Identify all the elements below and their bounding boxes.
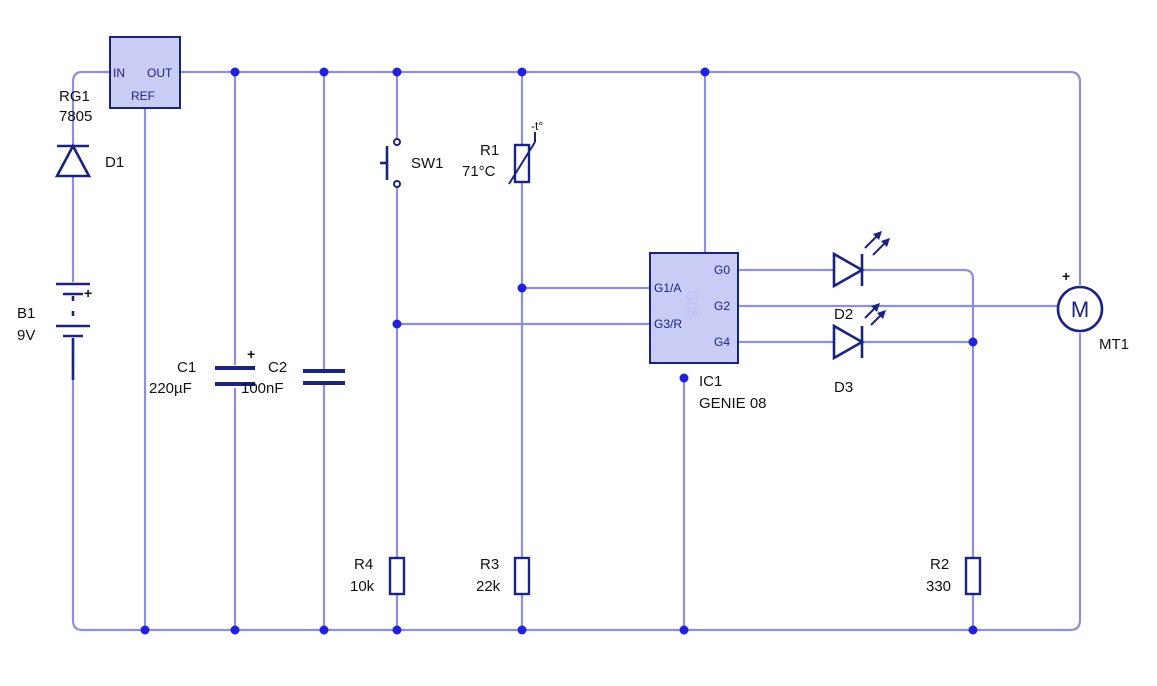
r2-value-label: 330 (926, 578, 951, 595)
resistor-r2-icon[interactable] (964, 556, 982, 596)
rg1-pin-in: IN (113, 66, 125, 80)
led-d2-icon[interactable] (832, 231, 890, 289)
r3-body (513, 556, 531, 596)
mt1-ref-label: MT1 (1099, 336, 1129, 353)
regulator-rg1[interactable]: IN OUT REF (109, 36, 181, 109)
bottom-rail-wire (82, 333, 1082, 632)
battery-b1-icon[interactable] (56, 282, 90, 380)
junction-dot (319, 625, 329, 635)
junction-dot (968, 625, 978, 635)
junction-dot (679, 373, 689, 383)
rg1-body (109, 36, 181, 109)
sw1-contact (393, 180, 401, 188)
r4-ref-label: R4 (354, 556, 373, 573)
r3-ref-label: R3 (480, 556, 499, 573)
mt1-symbol: M (1071, 297, 1089, 322)
d2-arrowhead (873, 231, 882, 240)
junction-dot (392, 319, 402, 329)
resistor-r3-icon[interactable] (513, 556, 531, 596)
top-rail-wire (180, 70, 1082, 285)
capacitor-c2-icon[interactable] (303, 369, 345, 385)
bottom-left-wire (71, 340, 83, 632)
b1-plus-sign: + (84, 285, 92, 301)
r3-value-label: 22k (476, 578, 501, 595)
ic1-watermark: G08 (683, 290, 700, 318)
r2-ref-label: R2 (930, 556, 949, 573)
switch-sw1-icon[interactable] (380, 138, 401, 188)
rg1-pin-out: OUT (147, 66, 173, 80)
b1-ref-label: B1 (17, 305, 35, 322)
ic1-pin-g0: G0 (714, 263, 730, 277)
r4-body (388, 556, 406, 596)
d2-arrowhead (881, 238, 890, 247)
ic1-chip[interactable]: G08 G1/A G3/R G0 G2 G4 (649, 252, 739, 364)
d2-triangle (832, 251, 865, 289)
r4-value-label: 10k (350, 578, 375, 595)
d3-arrowhead (877, 310, 886, 319)
junction-dot (968, 337, 978, 347)
d3-arrowhead (871, 303, 880, 312)
c1-ref-label: C1 (177, 359, 196, 376)
ic1-pin-g2: G2 (714, 299, 730, 313)
c2-value-label: 100nF (241, 380, 284, 397)
r1-temp-tag: -t° (531, 119, 543, 133)
led-d3-icon[interactable] (832, 303, 886, 361)
r2-body (964, 556, 982, 596)
d2-r2-wire (862, 268, 975, 558)
motor-mt1-icon[interactable]: M (1056, 285, 1104, 333)
c2-ref-label: C2 (268, 359, 287, 376)
c1-value-label: 220µF (149, 380, 192, 397)
sw1-ref-label: SW1 (411, 155, 444, 172)
d3-ref-label: D3 (834, 379, 853, 396)
junction-dot (392, 67, 402, 77)
ic1-pin-g1a: G1/A (654, 281, 681, 295)
junction-dot (392, 625, 402, 635)
junction-dot (230, 67, 240, 77)
rg1-ref-label: RG1 (59, 88, 90, 105)
d1-ref-label: D1 (105, 154, 124, 171)
rg1-in-wire (71, 70, 110, 145)
d2-ref-label: D2 (834, 306, 853, 323)
junction-dot (140, 625, 150, 635)
junction-dot (517, 67, 527, 77)
ic1-ref-label: IC1 (699, 373, 722, 390)
wires (71, 70, 1082, 632)
ic1-value-label: GENIE 08 (699, 395, 767, 412)
diode-d1-icon[interactable] (54, 143, 92, 178)
mt1-body (1056, 285, 1104, 333)
r1-slash (508, 141, 536, 185)
r1-ref-label: R1 (480, 142, 499, 159)
capacitor-c1-icon[interactable] (215, 366, 255, 386)
junction-dot (679, 625, 689, 635)
c1-plus-sign: + (247, 346, 255, 362)
junction-dot (700, 67, 710, 77)
rg1-value-label: 7805 (59, 108, 92, 125)
sw1-contact (393, 138, 401, 146)
mt1-plus-sign: + (1062, 268, 1070, 284)
ic1-pin-g3r: G3/R (654, 317, 682, 331)
rg1-pin-ref: REF (131, 89, 155, 103)
resistor-r4-icon[interactable] (388, 556, 406, 596)
r1-value-label: 71°C (462, 163, 496, 180)
junction-dot (319, 67, 329, 77)
junction-dot (517, 625, 527, 635)
d1-triangle (54, 143, 92, 178)
junctions (140, 67, 978, 635)
junction-dot (517, 283, 527, 293)
ic1-pin-g4: G4 (714, 335, 730, 349)
thermistor-r1-icon[interactable] (508, 132, 536, 185)
d3-triangle (832, 323, 865, 361)
junction-dot (230, 625, 240, 635)
b1-value-label: 9V (17, 327, 35, 344)
ic1-body (649, 252, 739, 364)
